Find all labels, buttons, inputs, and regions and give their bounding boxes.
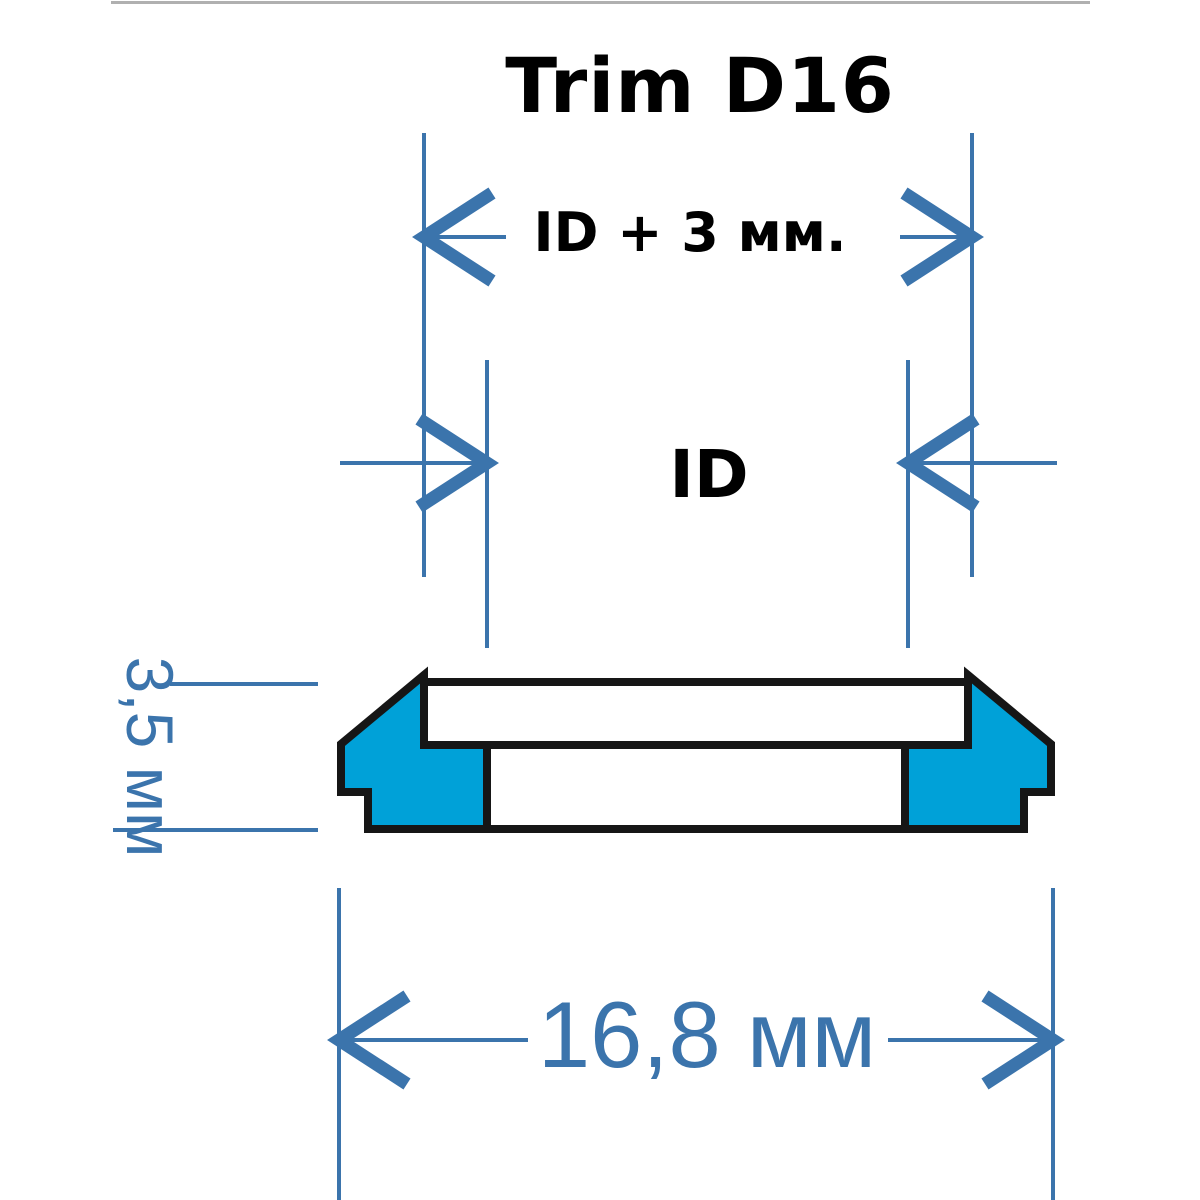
profile-right-section xyxy=(901,666,1055,833)
arrowhead-left-icon xyxy=(327,990,411,1090)
arrowhead-right-icon xyxy=(900,187,984,287)
width-dimension-label: 16,8 мм xyxy=(537,982,877,1087)
dimension-height xyxy=(113,682,318,832)
arrowhead-left-icon xyxy=(412,187,496,287)
profile-left-section xyxy=(337,666,491,833)
inner-diameter-label: ID xyxy=(669,436,749,513)
trim-cross-section xyxy=(337,666,1055,833)
dimension-inner xyxy=(340,360,1057,648)
arrowhead-left-icon xyxy=(896,413,980,513)
profile-lower-band xyxy=(483,741,909,833)
dimension-width xyxy=(327,888,1065,1200)
outer-width-label: ID + 3 мм. xyxy=(533,201,847,264)
page-title: Trim D16 xyxy=(505,41,895,130)
height-dimension-label: 3,5 мм xyxy=(113,656,187,858)
top-divider-rule xyxy=(111,1,1090,4)
profile-upper-band xyxy=(420,678,972,749)
arrowhead-right-icon xyxy=(415,413,499,513)
arrowhead-right-icon xyxy=(981,990,1065,1090)
